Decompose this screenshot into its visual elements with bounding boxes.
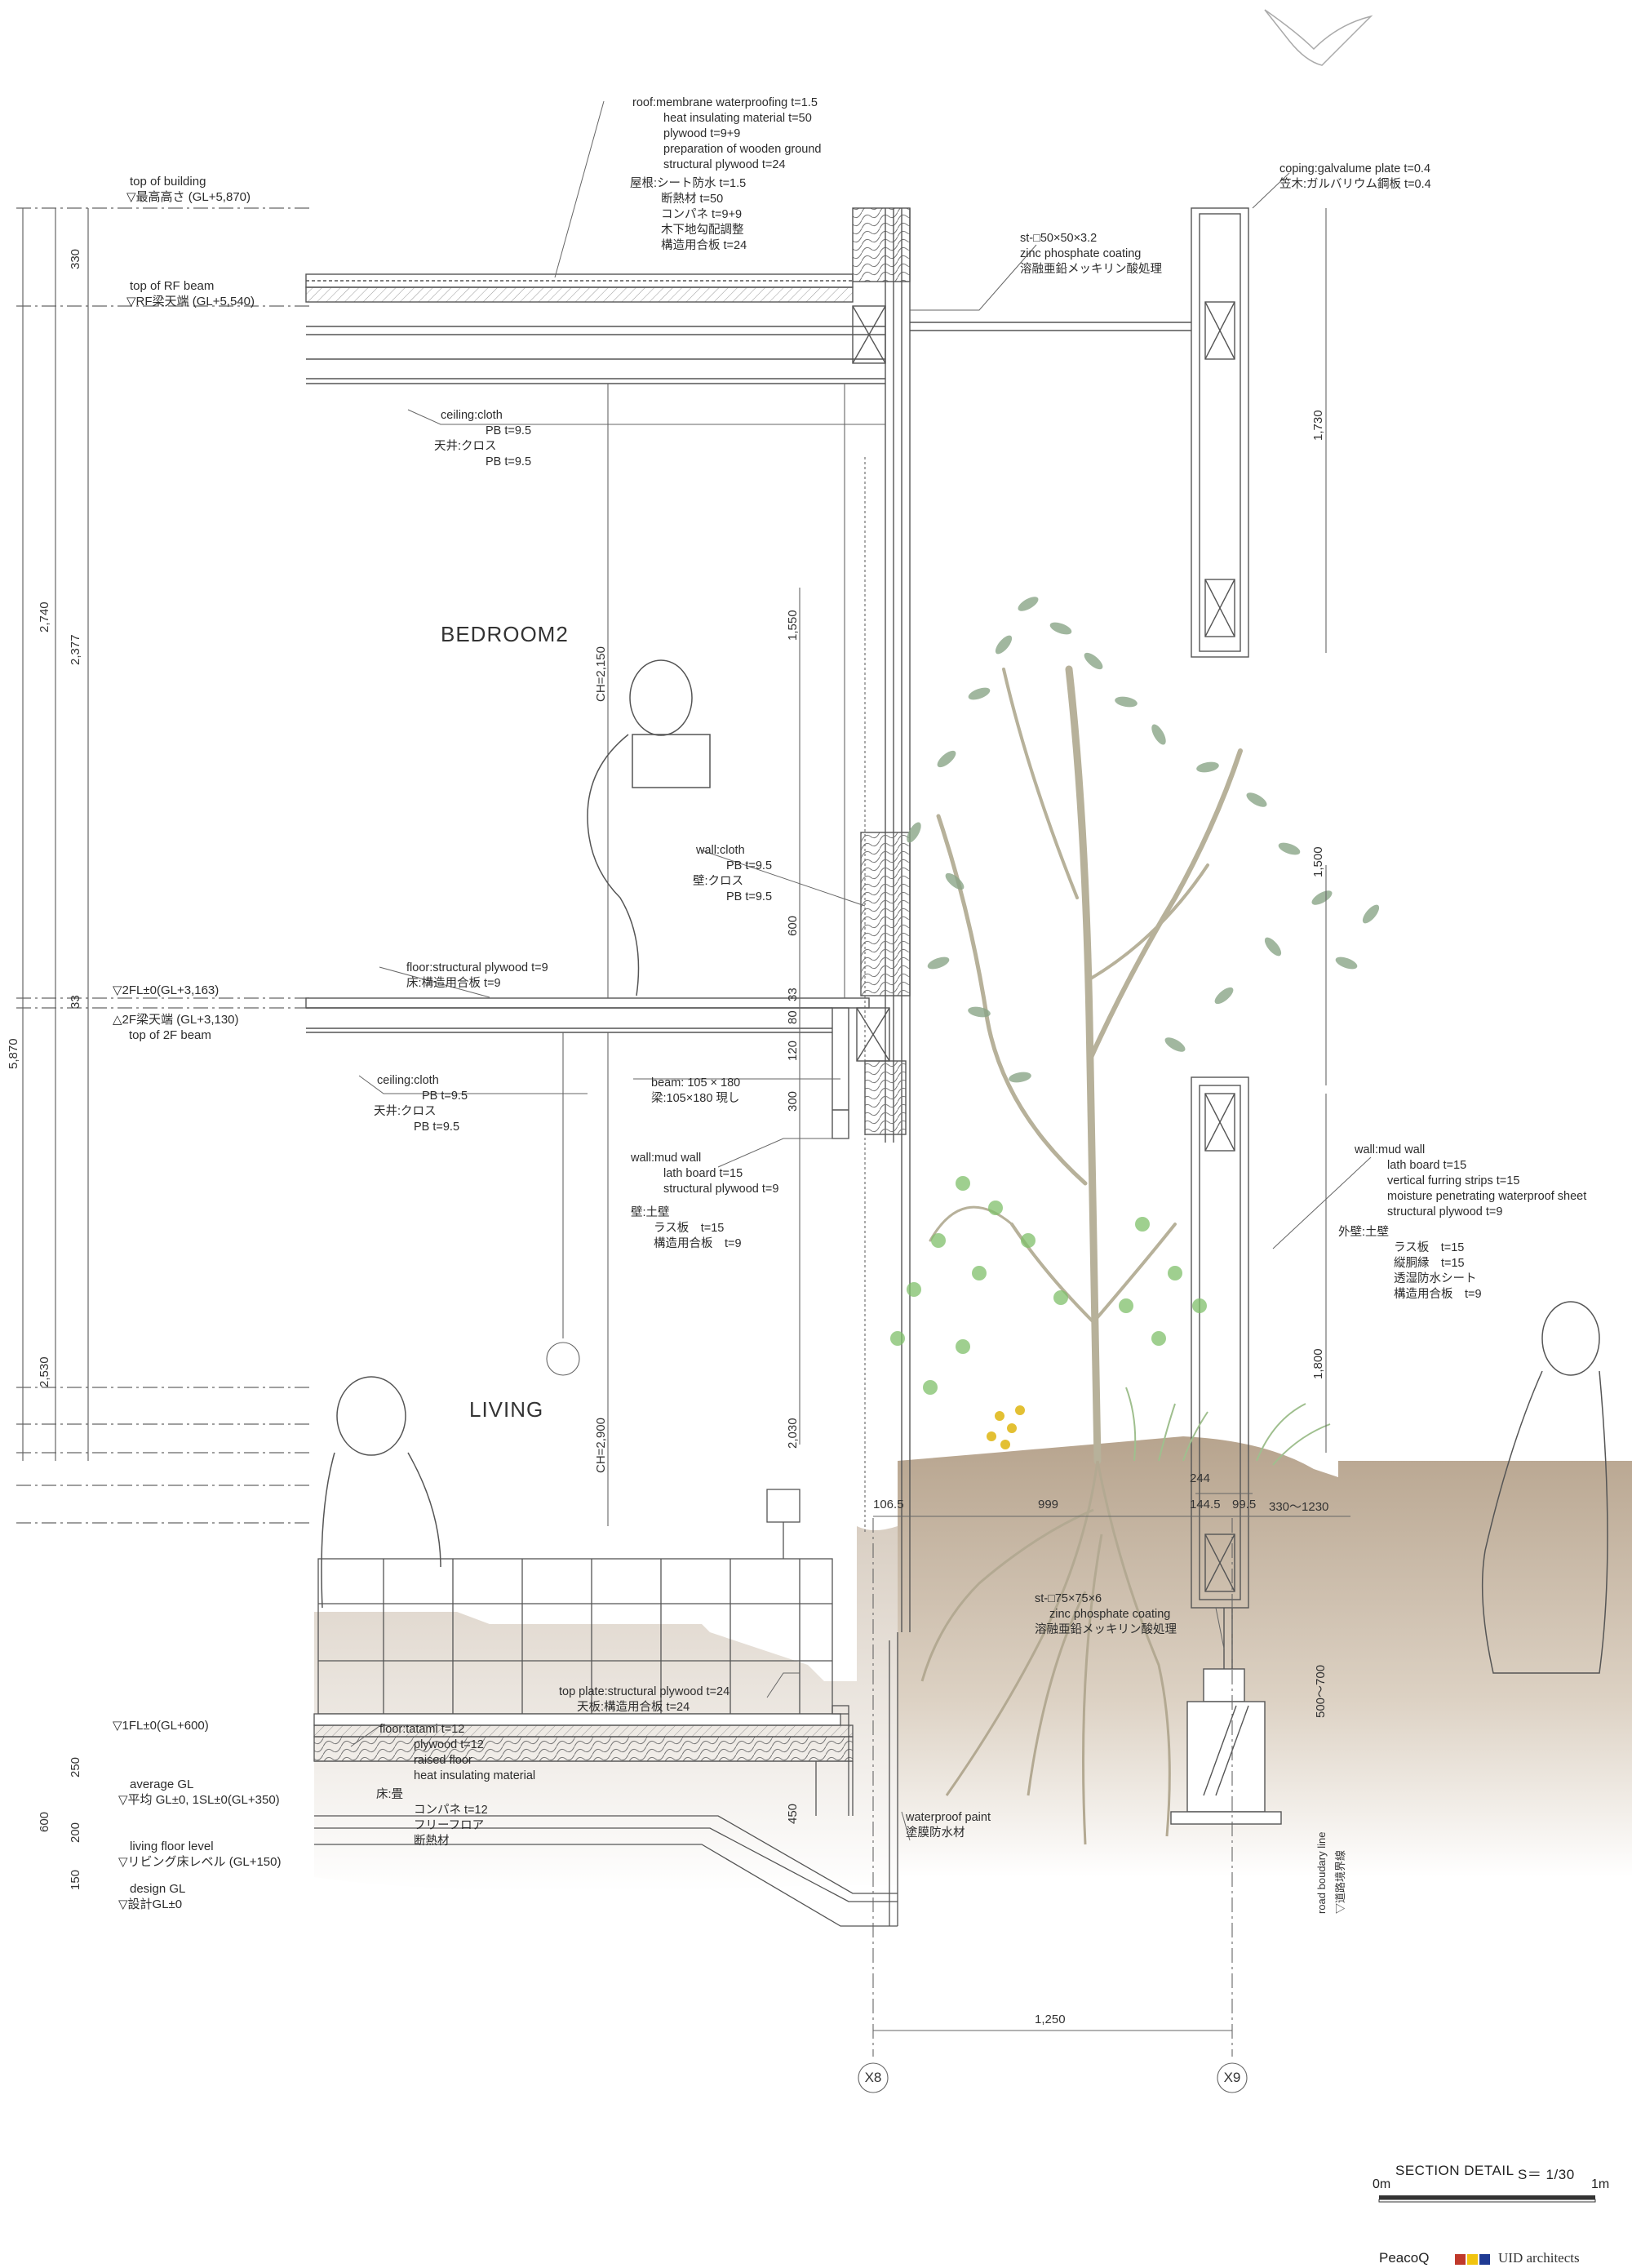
grid-x9: X9: [1223, 2070, 1241, 2085]
note-road-boundary: road boudary line: [1315, 1831, 1328, 1914]
room-living: LIVING: [469, 1397, 544, 1422]
dim-99-5: 99.5: [1232, 1498, 1257, 1511]
dim-250: 250: [69, 1756, 82, 1778]
dim-600: 600: [38, 1811, 51, 1832]
note-floor-1f: floor:tatami t=12 plywood t=12 raised fl…: [376, 1723, 536, 1848]
dim-5870: 5,870: [7, 1038, 20, 1069]
note-road-boundary-jp: ▽道路境界線: [1334, 1849, 1346, 1914]
level-average-gl: average GL ▽平均 GL±0, 1SL±0(GL+350): [118, 1778, 280, 1807]
drawing-title: SECTION DETAIL: [1395, 2163, 1514, 2178]
note-steel-top: st-□50×50×3.2 zinc phosphate coating 溶融亜…: [1020, 232, 1162, 276]
dim-144-5: 144.5: [1190, 1498, 1221, 1511]
note-beam: beam: 105 × 180 梁:105×180 現し: [651, 1076, 741, 1105]
uid-logo: [1455, 2254, 1490, 2265]
dim-2030: 2,030: [786, 1418, 800, 1449]
dim-450: 450: [786, 1803, 800, 1824]
note-roof: roof:membrane waterproofing t=1.5 heat i…: [632, 96, 822, 171]
dim-330: 330: [69, 248, 82, 269]
interior-lines: [546, 384, 866, 1534]
note-ceiling-2f: ceiling:cloth PB t=9.5 天井:クロス PB t=9.5: [434, 409, 532, 468]
dim-999: 999: [1038, 1498, 1059, 1511]
note-floor-2f: floor:structural plywood t=9 床:構造用合板 t=9: [406, 961, 548, 990]
dim-33-b: 33: [786, 988, 800, 1001]
grass: [1125, 1387, 1331, 1466]
note-ceiling-1f: ceiling:cloth PB t=9.5 天井:クロス PB t=9.5: [374, 1074, 468, 1134]
scale-start-label: 0m: [1373, 2177, 1391, 2191]
note-wall-mud-ext: wall:mud wall lath board t=15 vertical f…: [1338, 1143, 1587, 1301]
dim-1730: 1,730: [1311, 410, 1325, 441]
tree: [929, 665, 1243, 1465]
dim-330-1230: 330～1230: [1269, 1500, 1329, 1514]
level-design-gl: design GL ▽設計GL±0: [118, 1882, 186, 1911]
note-coping: coping:galvalume plate t=0.4 笠木:ガルバリウム鋼板…: [1279, 162, 1431, 191]
dim-ch-2900: CH=2,900: [594, 1418, 608, 1473]
soil-right: [898, 1436, 1632, 1877]
leader-lines: [350, 100, 1372, 1841]
dim-200: 200: [69, 1822, 82, 1843]
dim-244: 244: [1190, 1471, 1211, 1485]
note-roof-jp: 屋根:シート防水 t=1.5 断熱材 t=50 コンパネ t=9+9 木下地勾配…: [630, 177, 747, 252]
bottom-dimensions: [799, 208, 1350, 2093]
living-shelf: [317, 1489, 833, 1715]
grid-x8: X8: [864, 2070, 882, 2085]
note-wall-2f: wall:cloth PB t=9.5 壁:クロス PB t=9.5: [693, 844, 773, 903]
note-waterproof: waterproof paint 塗膜防水材: [906, 1811, 991, 1840]
dim-1250: 1,250: [1035, 2013, 1066, 2026]
brand-uid-architects: UID architects: [1498, 2250, 1580, 2266]
tree-leaves-dark: [907, 597, 1380, 1083]
dim-2740: 2,740: [38, 601, 51, 632]
level-rf-beam: top of RF beam ▽RF梁天端 (GL+5,540): [126, 279, 255, 308]
dim-1800: 1,800: [1311, 1348, 1325, 1379]
dim-1500: 1,500: [1311, 846, 1325, 877]
note-steel-low: st-□75×75×6 zinc phosphate coating 溶融亜鉛メ…: [1035, 1592, 1177, 1636]
tree-roots: [920, 1460, 1171, 1845]
dim-80: 80: [786, 1010, 800, 1024]
scale-bar: [1378, 2195, 1596, 2203]
floor-2f: [305, 832, 911, 1139]
dim-300: 300: [786, 1090, 800, 1112]
note-top-plate: top plate:structural plywood t=24 天板:構造用…: [559, 1685, 730, 1714]
brand-peacoq: PeacoQ: [1379, 2250, 1430, 2266]
soil-left: [314, 1526, 898, 1892]
roof-slab: [305, 207, 1191, 1632]
level-1fl: ▽1FL±0(GL+600): [113, 1719, 209, 1733]
left-dimension-lines: [16, 207, 310, 1524]
dim-1550: 1,550: [786, 610, 800, 641]
dim-2377: 2,377: [69, 634, 82, 665]
note-wall-mud-inner: wall:mud wall lath board t=15 structural…: [631, 1152, 779, 1250]
dim-ch-2150: CH=2,150: [594, 646, 608, 702]
level-top-building: top of building ▽最高高さ (GL+5,870): [126, 175, 251, 204]
dim-600-b: 600: [786, 915, 800, 936]
dim-150: 150: [69, 1869, 82, 1890]
room-bedroom2: BEDROOM2: [441, 622, 569, 646]
dim-106-5: 106.5: [873, 1498, 904, 1511]
dim-120: 120: [786, 1040, 800, 1061]
level-living-floor: living floor level ▽リビング床レベル (GL+150): [118, 1840, 282, 1869]
level-2f-beam: △2F梁天端 (GL+3,130) top of 2F beam: [113, 1013, 239, 1042]
drawing-scale: S＝ 1/30: [1518, 2167, 1575, 2182]
level-2fl: ▽2FL±0(GL+3,163): [113, 983, 220, 997]
people: [321, 659, 1608, 1674]
dim-33: 33: [69, 995, 82, 1009]
ground-plants: [987, 1405, 1025, 1449]
tree-leaves-light: [890, 1176, 1207, 1395]
dim-500-700: 500～700: [1314, 1664, 1328, 1718]
bird-icon: [1264, 9, 1373, 66]
dim-2530: 2,530: [38, 1356, 51, 1387]
footing: [1170, 1668, 1282, 1825]
scale-end-label: 1m: [1591, 2177, 1610, 2191]
